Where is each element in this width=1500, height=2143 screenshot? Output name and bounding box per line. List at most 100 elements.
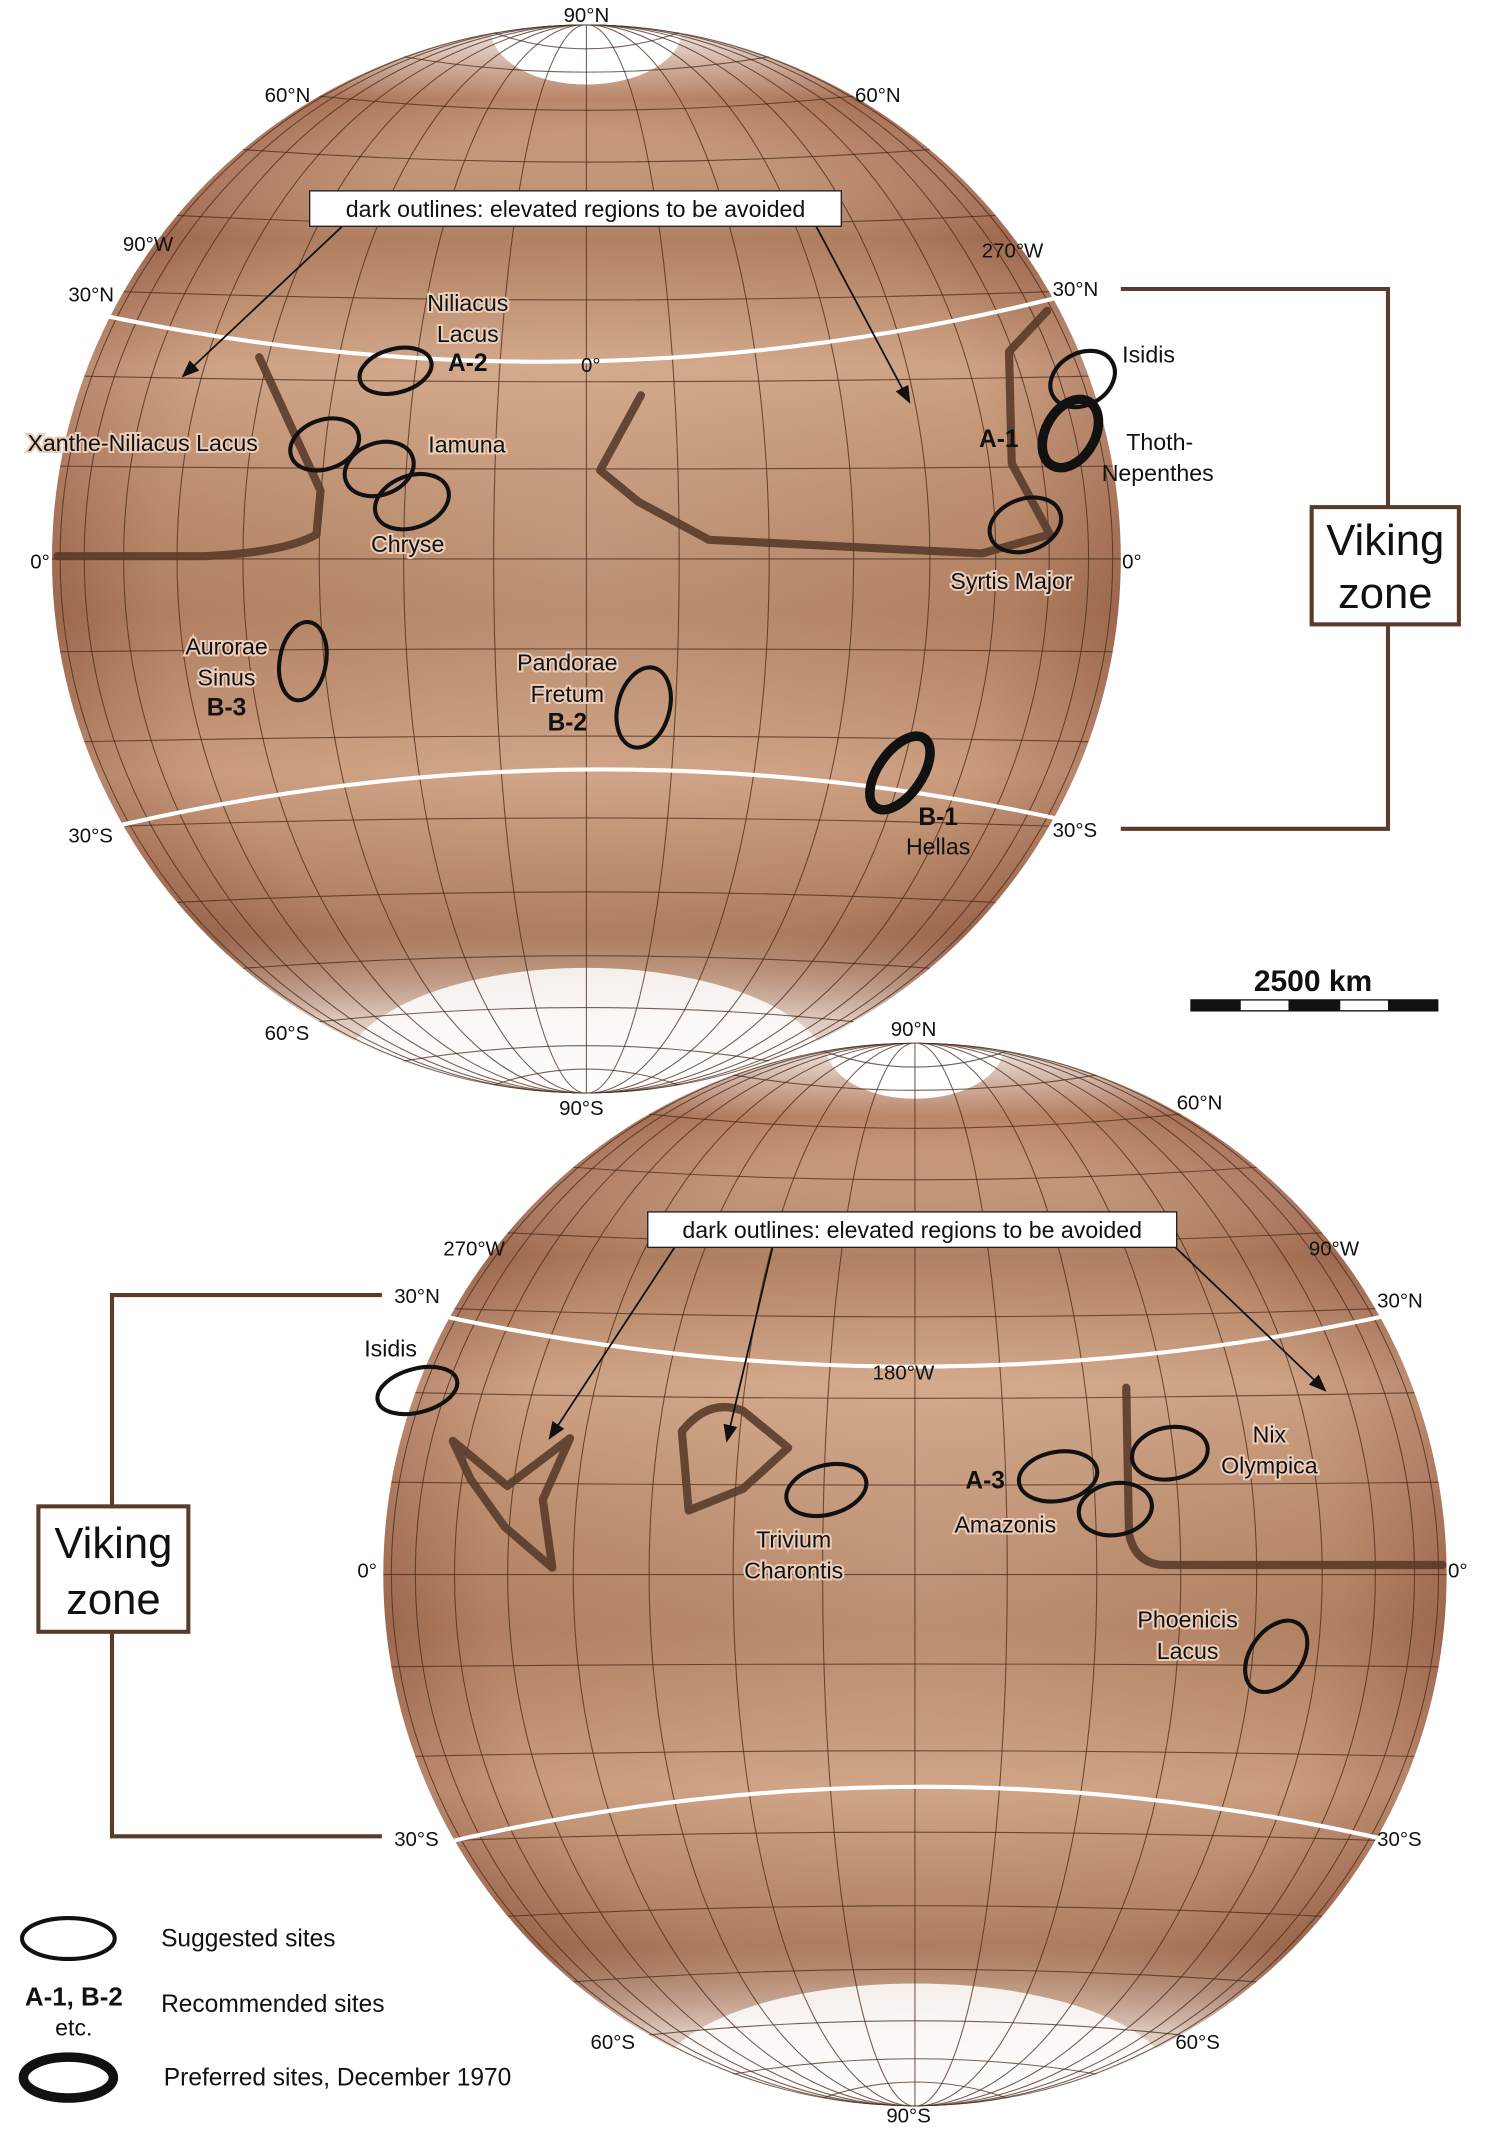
parallel-line (733, 1074, 1097, 1091)
site-amazonis[interactable] (1075, 1477, 1156, 1541)
coord-label: 30°N (394, 1285, 440, 1308)
coord-label: 90°S (559, 1097, 604, 1120)
coord-label: 90°S (886, 2105, 931, 2128)
viking-zone-box (1309, 505, 1461, 627)
site-label: Hellas (906, 834, 970, 860)
site-label: Charontis (744, 1558, 843, 1584)
site-label: Pandorae (517, 650, 617, 676)
legend-preferred-label: Preferred sites, December 1970 (164, 2065, 511, 2092)
parallel-line (403, 56, 770, 73)
parallel-line (415, 1750, 1415, 1757)
site-code: B-1 (918, 804, 958, 831)
site-trivium-charontis[interactable] (780, 1456, 872, 1525)
parallel-30n (81, 287, 1092, 364)
coord-label: 30°S (394, 1828, 439, 1851)
note-box (308, 190, 843, 227)
site-label: Lacus (1157, 1638, 1219, 1664)
legend-recommended-symbol: A-1, B-2 (25, 1983, 123, 2011)
site-phoenicis-lacus[interactable] (1232, 1609, 1320, 1703)
parallel-line (573, 1166, 1257, 1181)
globe-bottom: dark outlines: elevated regions to be av… (36, 1018, 1468, 2128)
parallel-line (319, 1007, 854, 1023)
parallel-line (649, 2020, 1181, 2036)
parallel-line (60, 648, 1113, 653)
site-aurorae-sinus[interactable] (273, 618, 332, 704)
viking-zone-bracket (109, 1293, 382, 1839)
legend: Suggested sites A-1, B-2 etc. Recommende… (18, 1916, 511, 2103)
site-chryse[interactable] (367, 464, 456, 539)
parallel-line (493, 1068, 680, 1086)
site-label: Fretum (531, 681, 604, 707)
site-label: Isidis (1122, 342, 1175, 368)
parallel-line (242, 149, 930, 163)
parallel-line (493, 32, 680, 50)
coord-label: 30°N (1377, 1289, 1423, 1312)
site-label: Iamuna (428, 432, 505, 458)
coord-label: 60°N (1177, 1092, 1223, 1115)
parallel-line (123, 291, 1050, 301)
parallel-line (242, 955, 930, 969)
note-text: dark outlines: elevated regions to be av… (346, 196, 806, 222)
parallel-30s (81, 767, 1092, 837)
site-code: B-3 (207, 695, 247, 722)
parallel-line (319, 95, 854, 111)
coord-label: 60°N (265, 84, 311, 107)
coord-label: 30°S (68, 824, 113, 847)
site-label: Trivium (756, 1526, 831, 1552)
site-niliacus-lacus[interactable] (354, 340, 436, 401)
legend-suggested-label: Suggested sites (161, 1926, 335, 1953)
site-label: Thoth- (1126, 429, 1193, 455)
viking-zone-box (36, 1504, 191, 1634)
parallel-line (733, 2058, 1097, 2075)
note-text: dark outlines: elevated regions to be av… (682, 1217, 1142, 1243)
viking-zone-label: Viking (1326, 517, 1444, 565)
parallel-30s (408, 1784, 1419, 1854)
site-label: Amazonis (954, 1511, 1056, 1537)
site-thoth-nepenthes[interactable] (1031, 389, 1110, 477)
site-label: Niliacus (427, 290, 508, 316)
coord-label: 30°S (1053, 819, 1098, 842)
parallel-line (822, 2081, 1008, 2099)
site-label: Isidis (364, 1335, 417, 1361)
site-pandorae-fretum[interactable] (608, 661, 679, 753)
scale-bar: 2500 km (1190, 965, 1439, 1012)
note-arrow (814, 224, 911, 404)
site-code: B-2 (548, 710, 588, 737)
coord-label: 90°N (891, 1018, 937, 1041)
site-isidis[interactable] (372, 1359, 462, 1422)
site-label: Nix (1253, 1421, 1287, 1447)
coord-label: 60°N (855, 84, 901, 107)
parallel-line (415, 1392, 1415, 1399)
parallel-line (84, 375, 1089, 383)
site-hellas[interactable] (858, 726, 942, 820)
coord-label: 60°S (265, 1022, 310, 1045)
site-iamuna[interactable] (337, 432, 421, 505)
site-nix-olympica[interactable] (1128, 1421, 1212, 1485)
coord-label: 0° (357, 1559, 377, 1582)
elevated-region-outline (448, 1434, 575, 1572)
site-code: A-3 (965, 1468, 1005, 1495)
globe-top: dark outlines: elevated regions to be av… (25, 4, 1461, 1120)
site-code: A-1 (979, 426, 1019, 453)
legend-preferred-symbol (18, 2052, 119, 2103)
elevated-region-outline (677, 1403, 793, 1515)
site-amazonis-a3[interactable] (1015, 1445, 1101, 1507)
site-label: Xanthe-Niliacus Lacus (27, 430, 257, 456)
coord-label: 0° (581, 354, 601, 377)
site-xanthe-niliacus[interactable] (283, 409, 366, 479)
site-label: Lacus (437, 321, 499, 347)
coord-label: 0° (1448, 1559, 1468, 1582)
viking-zone-bracket (1120, 286, 1391, 831)
site-label: Nepenthes (1102, 460, 1214, 486)
site-label: Olympica (1221, 1453, 1318, 1479)
coord-label: 180°W (873, 1362, 935, 1385)
coord-label: 60°S (591, 2031, 636, 2054)
parallel-line (454, 1831, 1376, 1841)
viking-zone-label: zone (1338, 570, 1433, 618)
coord-label: 30°S (1377, 1828, 1422, 1851)
coord-label: 60°S (1175, 2031, 1220, 2054)
parallel-line (177, 891, 996, 903)
site-syrtis-major[interactable] (982, 488, 1069, 562)
viking-zone-label: zone (66, 1576, 161, 1624)
